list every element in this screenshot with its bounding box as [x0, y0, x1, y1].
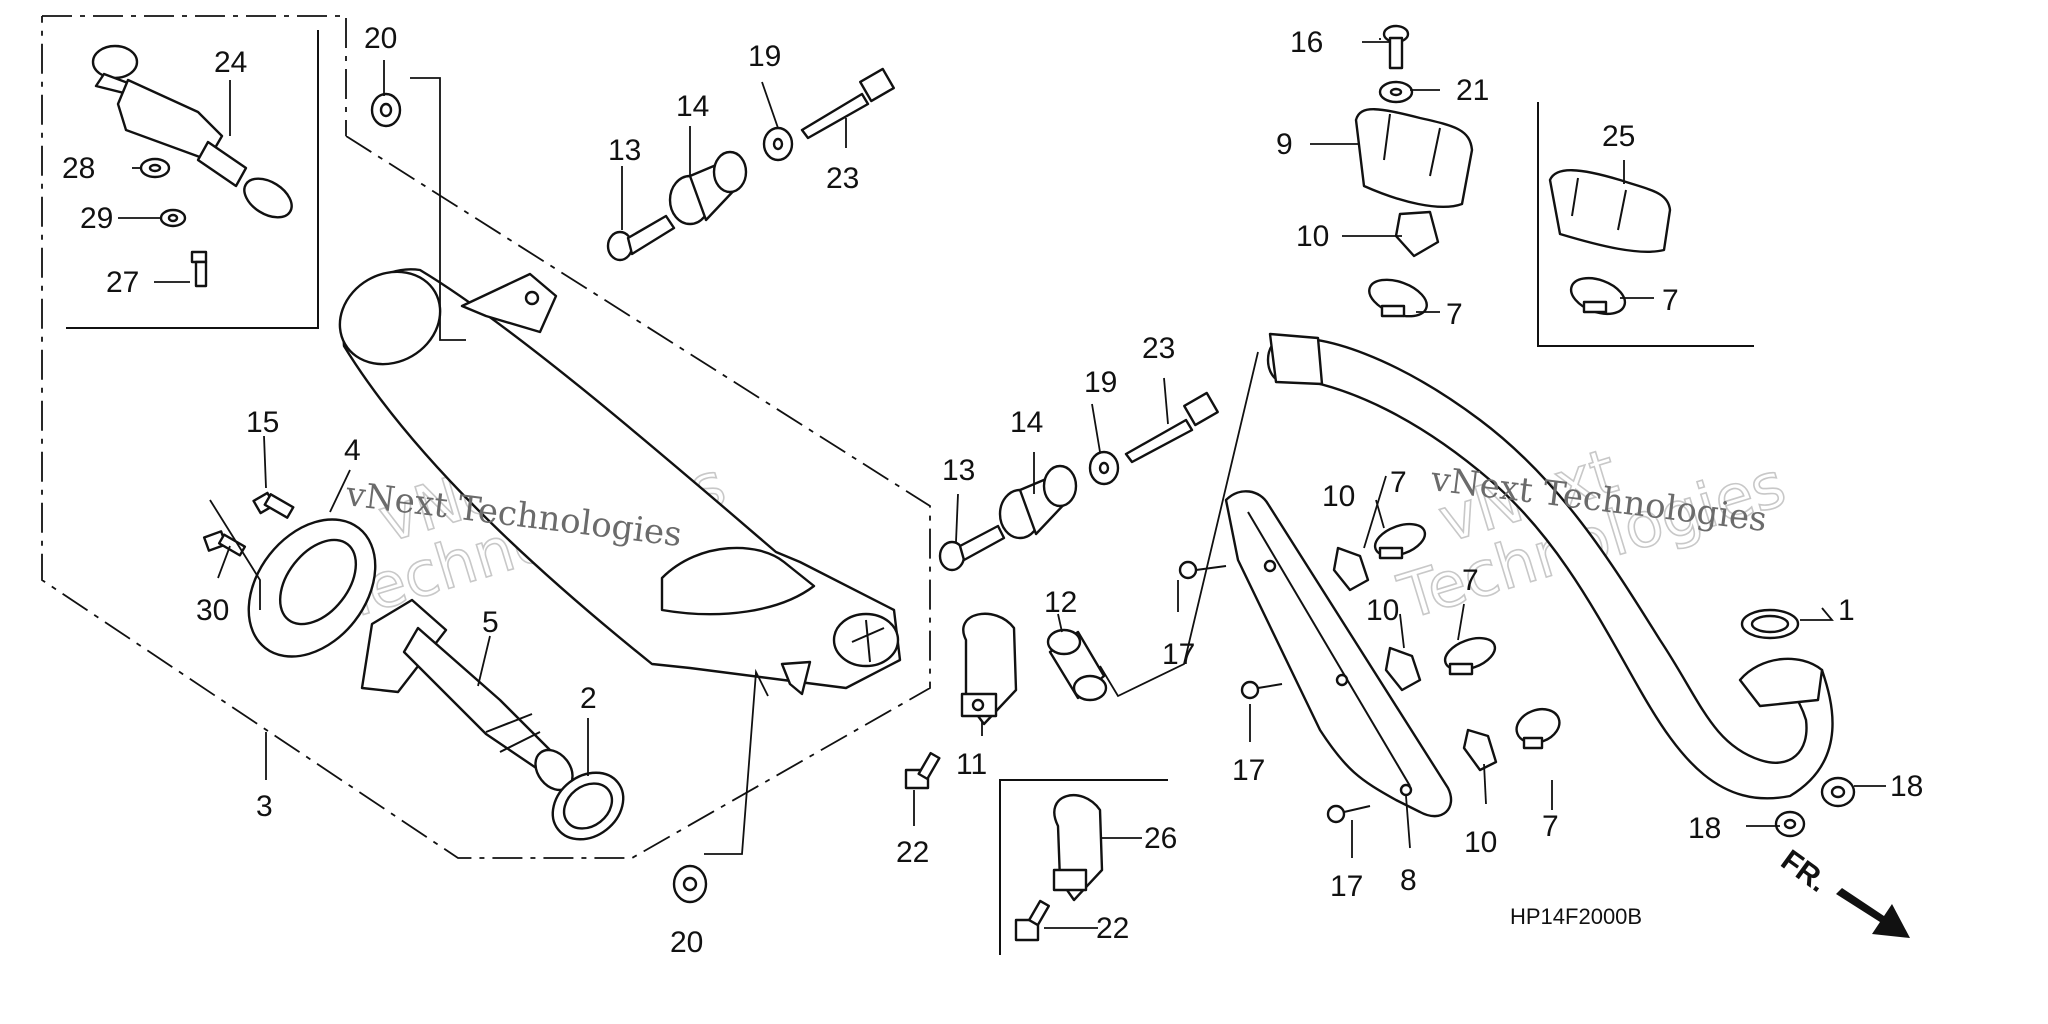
part-22-bolt-inset [1014, 899, 1051, 942]
callout-23-upper: 23 [826, 162, 859, 195]
callout-20-upper: 20 [364, 22, 397, 55]
part-29-washer [159, 208, 187, 228]
callout-7-b: 7 [1462, 564, 1479, 597]
part-20-nut-upper [370, 92, 402, 128]
callout-25: 25 [1602, 120, 1635, 153]
part-11-clamp [960, 612, 1018, 726]
inset-box-24-29 [66, 30, 319, 329]
callout-22-inset: 22 [1096, 912, 1129, 945]
callout-13-middle: 13 [942, 454, 975, 487]
callout-10-top: 10 [1296, 220, 1329, 253]
part-19-washer-upper [762, 126, 794, 162]
part-2-gasket [551, 771, 625, 841]
leader-lines [118, 38, 1886, 929]
callout-7-top: 7 [1446, 298, 1463, 331]
part-14-rubber-upper [668, 150, 748, 226]
callout-3: 3 [256, 790, 273, 823]
part-22-bolt [904, 751, 941, 790]
callout-13-upper: 13 [608, 134, 641, 167]
part-28-nut [139, 157, 171, 179]
callout-labels: 1 2 3 4 5 7 7 7 7 7 8 9 10 10 10 10 11 1… [62, 22, 1923, 959]
part-27-bolt [190, 250, 208, 288]
callout-2: 2 [580, 682, 597, 715]
part-13-collar-upper [606, 214, 676, 262]
exhaust-pipe [1266, 332, 1834, 800]
part-23-bolt-upper [800, 67, 895, 140]
part-4-end-cap [247, 518, 377, 658]
callout-9: 9 [1276, 128, 1293, 161]
part-5-spark-arrester [360, 598, 574, 792]
callout-20-lower: 20 [670, 926, 703, 959]
callout-17-a: 17 [1162, 638, 1195, 671]
part-10-bracket-top [1394, 210, 1440, 258]
callout-11: 11 [956, 748, 987, 781]
callout-5: 5 [482, 606, 499, 639]
muffler-body [338, 268, 902, 696]
part-16-bolt [1382, 24, 1410, 70]
part-21-washer [1378, 80, 1414, 104]
part-10-bracket-b [1384, 646, 1422, 692]
inset-box-25 [1537, 102, 1754, 347]
callout-18-right: 18 [1890, 770, 1923, 803]
svg-text:FR.: FR. [1775, 844, 1833, 899]
callout-7-a: 7 [1390, 466, 1407, 499]
part-7-clamp-a [1373, 522, 1427, 560]
part-7-clamp-top [1368, 278, 1428, 318]
part-15-bolt [252, 491, 295, 519]
callout-12: 12 [1044, 586, 1077, 619]
callout-7-c: 7 [1542, 810, 1559, 843]
part-19-washer-middle [1088, 450, 1120, 486]
callout-17-c: 17 [1330, 870, 1363, 903]
callout-16: 16 [1290, 26, 1323, 59]
part-14-rubber-middle [998, 464, 1078, 540]
callout-8: 8 [1400, 864, 1417, 897]
callout-23-middle: 23 [1142, 332, 1175, 365]
part-7-clamp-c [1515, 707, 1561, 750]
part-10-bracket-c [1462, 728, 1498, 772]
callout-10-a: 10 [1322, 480, 1355, 513]
callout-27: 27 [106, 266, 139, 299]
part-12-collar [1046, 628, 1108, 702]
part-23-bolt-middle [1124, 391, 1219, 464]
part-30-bolt [202, 530, 247, 557]
callout-21: 21 [1456, 74, 1489, 107]
part-8-heat-guard [1224, 490, 1453, 818]
callout-10-b: 10 [1366, 594, 1399, 627]
callout-4: 4 [344, 434, 361, 467]
callout-10-c: 10 [1464, 826, 1497, 859]
callout-30: 30 [196, 594, 229, 627]
front-direction-arrow: FR. [1775, 844, 1910, 938]
part-13-collar-middle [938, 524, 1006, 572]
callout-22: 22 [896, 836, 929, 869]
callout-1: 1 [1838, 594, 1855, 627]
callout-19-upper: 19 [748, 40, 781, 73]
callout-18-lower: 18 [1688, 812, 1721, 845]
part-9-heat-shield-cover [1354, 108, 1474, 208]
part-7-clamp-inset [1569, 276, 1627, 316]
part-10-bracket-a [1332, 546, 1370, 592]
part-18-nut-lower [1774, 810, 1806, 838]
diagram-code: HP14F2000B [1510, 904, 1642, 929]
callout-29: 29 [80, 202, 113, 235]
inset-box-26 [999, 779, 1168, 955]
callout-19-middle: 19 [1084, 366, 1117, 399]
part-24-tube [91, 44, 293, 219]
part-7-clamp-b [1443, 636, 1497, 676]
part-17-screws [1178, 560, 1371, 824]
assembly-3-dashed-frame [41, 15, 931, 859]
part-1-gasket [1740, 608, 1800, 640]
callout-26: 26 [1144, 822, 1177, 855]
callout-7-inset: 7 [1662, 284, 1679, 317]
callout-28: 28 [62, 152, 95, 185]
part-20-nut-lower [672, 864, 708, 904]
callout-17-b: 17 [1232, 754, 1265, 787]
part-18-nut-right [1820, 776, 1856, 808]
callout-14-middle: 14 [1010, 406, 1043, 439]
callout-14-upper: 14 [676, 90, 709, 123]
part-26-clamp [1052, 794, 1104, 902]
callout-15: 15 [246, 406, 279, 439]
part-25-cover [1548, 169, 1672, 253]
callout-24: 24 [214, 46, 247, 79]
